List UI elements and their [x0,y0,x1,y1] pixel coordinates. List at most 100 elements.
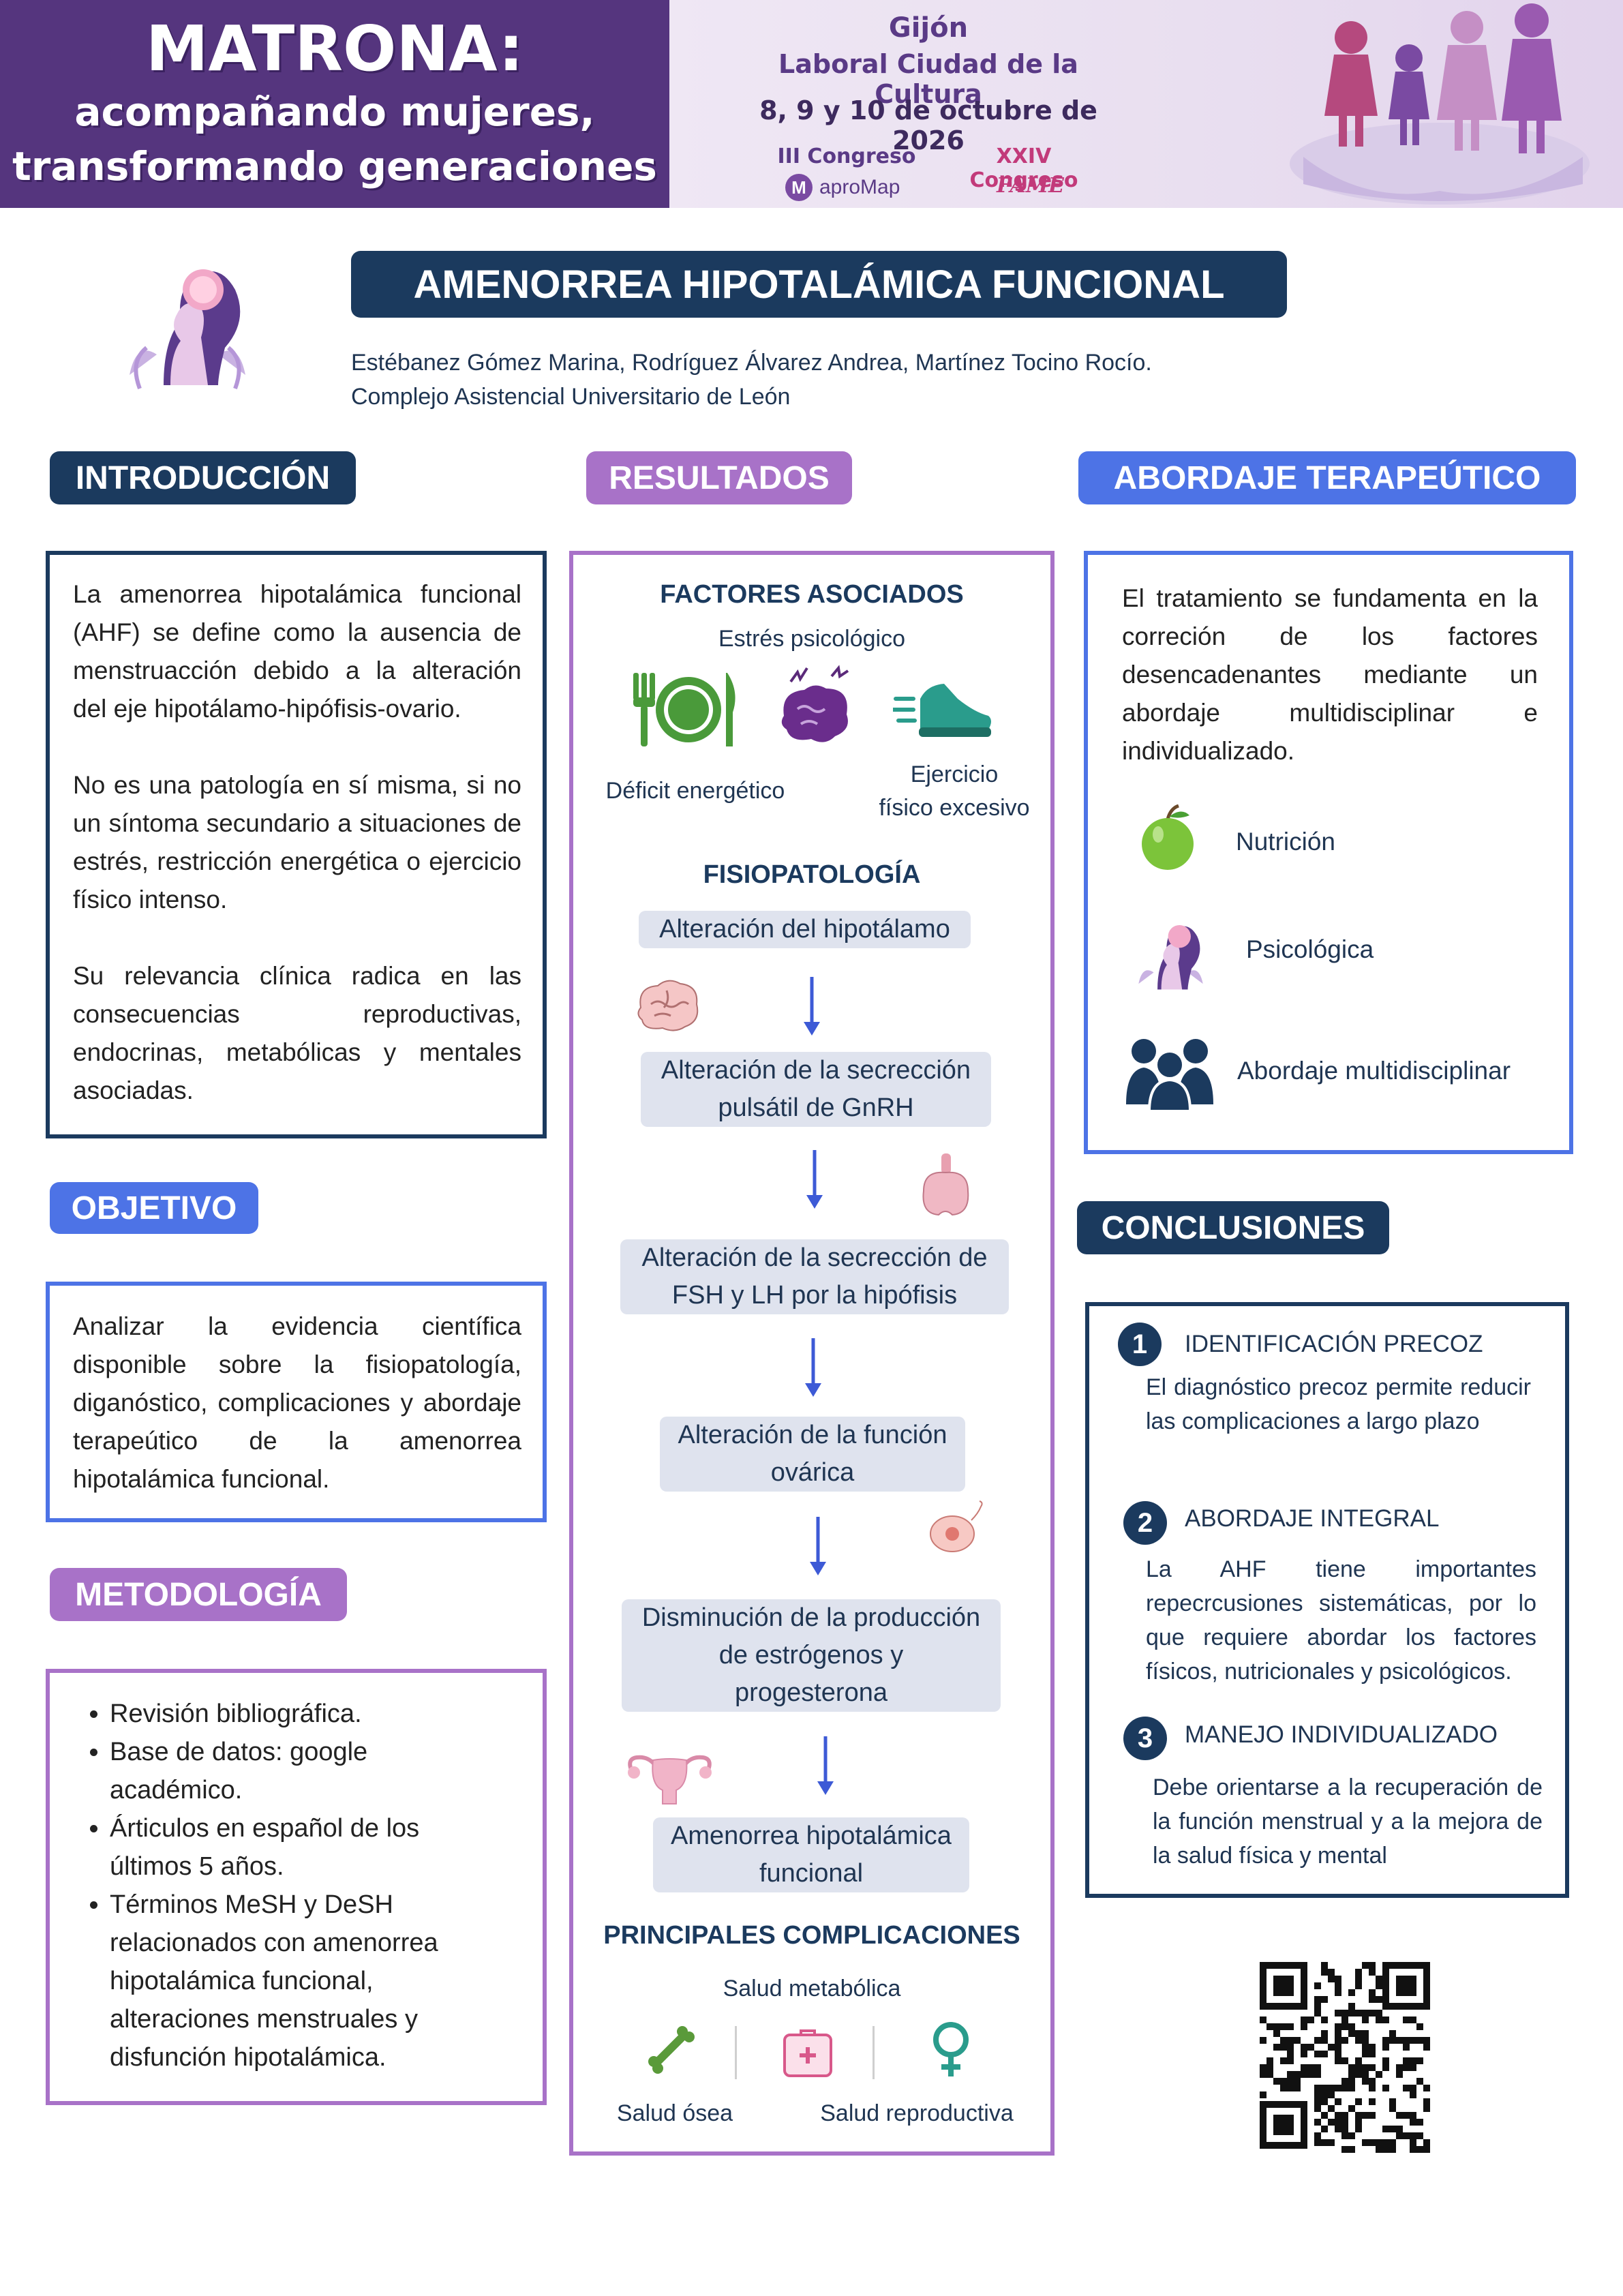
qr-module [1348,2010,1355,2016]
qr-module [1314,2037,1321,2044]
qr-module [1273,2044,1280,2051]
conclusion-title-3: MANEJO INDIVIDUALIZADO [1185,1721,1498,1748]
qr-module [1335,2030,1341,2037]
flow-step-text: FSH y LH por la hipófisis [671,1281,958,1310]
qr-module [1410,2139,1416,2146]
results-box [569,551,1055,2156]
women-illustration-icon [1290,3,1590,205]
conclusion-number-3: 3 [1123,1717,1167,1760]
qr-module [1410,2119,1416,2126]
qr-module [1321,2139,1328,2146]
qr-module [1403,2016,1410,2023]
qr-module [1403,2064,1410,2071]
qr-module [1335,2085,1341,2091]
qr-module [1362,2071,1369,2078]
qr-module [1294,2071,1301,2078]
qr-module [1410,2091,1416,2098]
therapy-item-psych: Psicológica [1246,935,1374,963]
qr-module [1396,2071,1403,2078]
qr-module [1321,2126,1328,2132]
qr-module [1348,2030,1355,2037]
qr-module [1403,2132,1410,2139]
qr-module [1348,2003,1355,2010]
arrow-down-icon [806,1150,823,1209]
qr-module [1382,2139,1389,2146]
conclusion-number-2: 2 [1123,1501,1167,1545]
qr-module [1321,2037,1328,2044]
qr-code-icon[interactable] [1239,1950,1451,2161]
list-item: Base de datos: google académico. [110,1733,467,1809]
qr-module [1389,2146,1396,2153]
qr-module [1355,2119,1362,2126]
qr-module [1396,2037,1403,2044]
qr-module [1355,2112,1362,2119]
methodology-list-wrap: Revisión bibliográfica. Base de datos: g… [85,1695,467,2076]
qr-module [1328,1969,1335,1976]
list-item: Árticulos en español de los últimos 5 añ… [110,1809,467,1886]
qr-module [1369,1989,1376,1996]
intro-paragraph-3: Su relevancia clínica radica en las cons… [73,962,521,1104]
qr-module [1341,2078,1348,2085]
qr-module [1301,2051,1307,2057]
qr-module [1355,2030,1362,2037]
flow-step-text: Disminución de la producción [641,1603,981,1632]
qr-module [1321,2098,1328,2105]
qr-module [1416,2119,1423,2126]
conclusions-heading: CONCLUSIONES [1077,1201,1389,1254]
qr-module [1335,2044,1341,2051]
qr-module [1335,1989,1341,1996]
qr-module [1341,2126,1348,2132]
conclusion-text-3: Debe orientarse a la recuperación de la … [1153,1774,1543,1869]
flow-step-text: de estrógenos y [718,1641,904,1670]
qr-module [1362,2037,1369,2044]
poster-title: AMENORREA HIPOTALÁMICA FUNCIONAL [351,251,1287,318]
qr-module [1314,2139,1321,2146]
poster-authors: Estébanez Gómez Marina, Rodríguez Álvare… [351,350,1152,376]
qr-module [1280,2037,1287,2044]
banner-title-panel: MATRONA: acompañando mujeres, transforma… [0,0,669,208]
therapy-item-multi: Abordaje multidisciplinar [1237,1057,1511,1085]
qr-module [1273,2023,1280,2030]
conclusion-text-1: El diagnóstico precoz permite reducir la… [1146,1374,1531,1434]
objective-text: Analizar la evidencia científica disponi… [73,1312,521,1493]
qr-module [1403,2112,1410,2119]
qr-module [1396,2132,1403,2139]
qr-module [1314,2091,1321,2098]
qr-module [1410,2146,1416,2153]
qr-module [1410,2112,1416,2119]
qr-module [1280,2078,1287,2085]
qr-module [1321,1996,1328,2003]
qr-module [1362,2016,1369,2023]
qr-module [1348,2078,1355,2085]
qr-module [1369,1996,1376,2003]
divider [735,2026,737,2079]
ovary-icon [930,1500,983,1552]
qr-module [1410,2064,1416,2071]
qr-module [1369,1962,1376,1969]
qr-module [1410,2132,1416,2139]
event-dates: 8, 9 y 10 de octubre de 2026 [759,95,1097,155]
qr-module [1423,2037,1430,2044]
poster-institution: Complejo Asistencial Universitario de Le… [351,384,791,410]
arrow-down-icon [805,1338,821,1397]
qr-module [1348,1989,1355,1996]
qr-module [1301,2044,1307,2051]
qr-module [1335,2057,1341,2064]
therapy-text: El tratamiento se fundamenta en la corre… [1122,584,1538,765]
qr-module [1314,2119,1321,2126]
qr-module [1355,2037,1362,2044]
flow-step-text: Amenorrea hipotalámica [671,1822,952,1850]
flow-step-text: Alteración de la secrección [661,1056,971,1085]
factor-stress-label: Estrés psicológico [718,626,905,652]
comp-bone-label: Salud ósea [616,2100,733,2126]
qr-module [1355,2057,1362,2064]
qr-module [1294,2037,1301,2044]
qr-module [1260,2037,1266,2044]
qr-module [1321,2091,1328,2098]
qr-module [1301,2071,1307,2078]
qr-module [1335,2037,1341,2044]
qr-module [1355,2064,1362,2071]
qr-module [1266,2071,1273,2078]
flow-step-text: Alteración de la secrección de [641,1243,988,1272]
qr-module [1341,2119,1348,2126]
